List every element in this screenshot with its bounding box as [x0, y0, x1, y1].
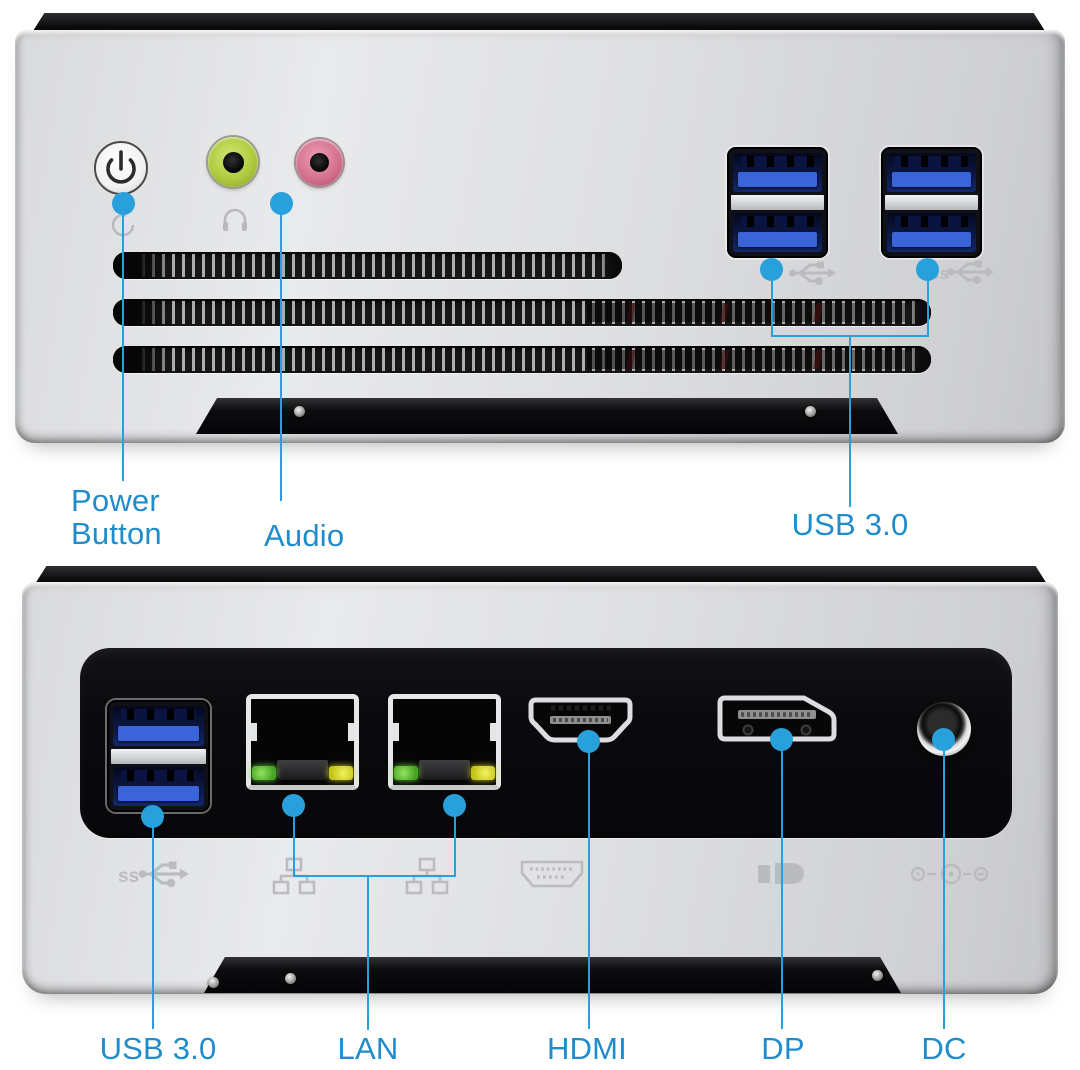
usb-engraving-icon: [789, 261, 836, 285]
vent-slot: [113, 252, 622, 279]
label-line: DP: [761, 1031, 805, 1066]
chassis-foot: [204, 957, 901, 993]
usb3-port: [113, 766, 204, 806]
jack-hole: [309, 152, 330, 173]
usb3-port: [733, 153, 822, 192]
usb3-port-pair: [881, 147, 982, 258]
usb3-port-pair: [727, 147, 828, 258]
callout-line-usb3-rear: [152, 817, 154, 1029]
dc-polarity-engraving-icon: [910, 863, 989, 885]
screw: [285, 973, 296, 984]
label-line: USB 3.0: [791, 507, 909, 542]
rear-port-panel: [80, 648, 1012, 838]
label-line: LAN: [337, 1031, 399, 1066]
front-view: ss: [15, 13, 1065, 443]
screw: [208, 977, 219, 988]
callout-label-audio: Audio: [264, 519, 344, 552]
callout-label-power-button: Power Button: [71, 484, 162, 550]
callout-label-usb3-rear: USB 3.0: [88, 1032, 228, 1065]
screw: [872, 970, 883, 981]
label-line: DC: [921, 1031, 967, 1066]
callout-connector-lan: [293, 875, 456, 877]
lan-led-green: [252, 766, 276, 780]
label-line: Power: [71, 483, 160, 518]
callout-label-usb3-front: USB 3.0: [780, 508, 920, 541]
callout-line-usb3-front: [771, 270, 773, 336]
callout-dot-usb3-rear: [141, 805, 164, 828]
callout-dot-lan: [443, 794, 466, 817]
usb3-port-pair: [107, 700, 210, 812]
screw: [294, 406, 305, 417]
screw: [805, 406, 816, 417]
vent-slot: [113, 299, 931, 326]
lan-led-green: [394, 766, 418, 780]
label-line: Audio: [264, 518, 345, 553]
callout-label-dp: DP: [723, 1032, 843, 1065]
label-line: Button: [71, 516, 162, 551]
ss-glyph: ss: [118, 866, 139, 887]
chassis-foot: [196, 398, 898, 434]
callout-line-power: [122, 203, 124, 481]
callout-dot-dc: [932, 728, 955, 751]
usb3-port: [887, 213, 976, 252]
label-line: HDMI: [546, 1031, 627, 1066]
dp-engraving-icon: [758, 863, 804, 884]
callout-dot-hdmi: [577, 730, 600, 753]
callout-stem-lan: [367, 876, 369, 1030]
callout-line-hdmi: [588, 742, 590, 1029]
callout-dot-lan: [282, 794, 305, 817]
callout-line-lan: [454, 806, 456, 876]
callout-label-dc: DC: [884, 1032, 1004, 1065]
callout-stem-usb3-front: [849, 336, 851, 507]
headphone-jack: [208, 137, 258, 187]
hdmi-engraving-icon: [520, 860, 584, 888]
callout-dot-usb3-front: [760, 258, 783, 281]
callout-dot-dp: [770, 728, 793, 751]
usb3-port: [733, 213, 822, 252]
mic-jack: [296, 139, 343, 186]
callout-line-usb3-front: [927, 270, 929, 336]
callout-line-lan: [293, 806, 295, 876]
dp-port: [717, 695, 837, 742]
callout-line-dp: [781, 740, 783, 1029]
jack-hole: [222, 151, 244, 173]
callout-label-hdmi: HDMI: [527, 1032, 647, 1065]
vent-slot: [113, 346, 931, 373]
lan-led-yellow: [329, 766, 353, 780]
usb3-port: [113, 706, 204, 746]
headphone-engraving-icon: [223, 208, 247, 231]
lan-port: [246, 694, 359, 790]
usb3-port: [887, 153, 976, 192]
hdmi-port: [528, 697, 633, 743]
callout-line-dc: [943, 740, 945, 1029]
callout-dot-usb3-front: [916, 258, 939, 281]
usb-ss-engraving-icon: ss: [118, 861, 189, 888]
callout-label-lan: LAN: [308, 1032, 428, 1065]
lan-port: [388, 694, 501, 790]
callout-line-audio: [280, 203, 282, 501]
lan-led-yellow: [471, 766, 495, 780]
label-line: USB 3.0: [99, 1031, 217, 1066]
